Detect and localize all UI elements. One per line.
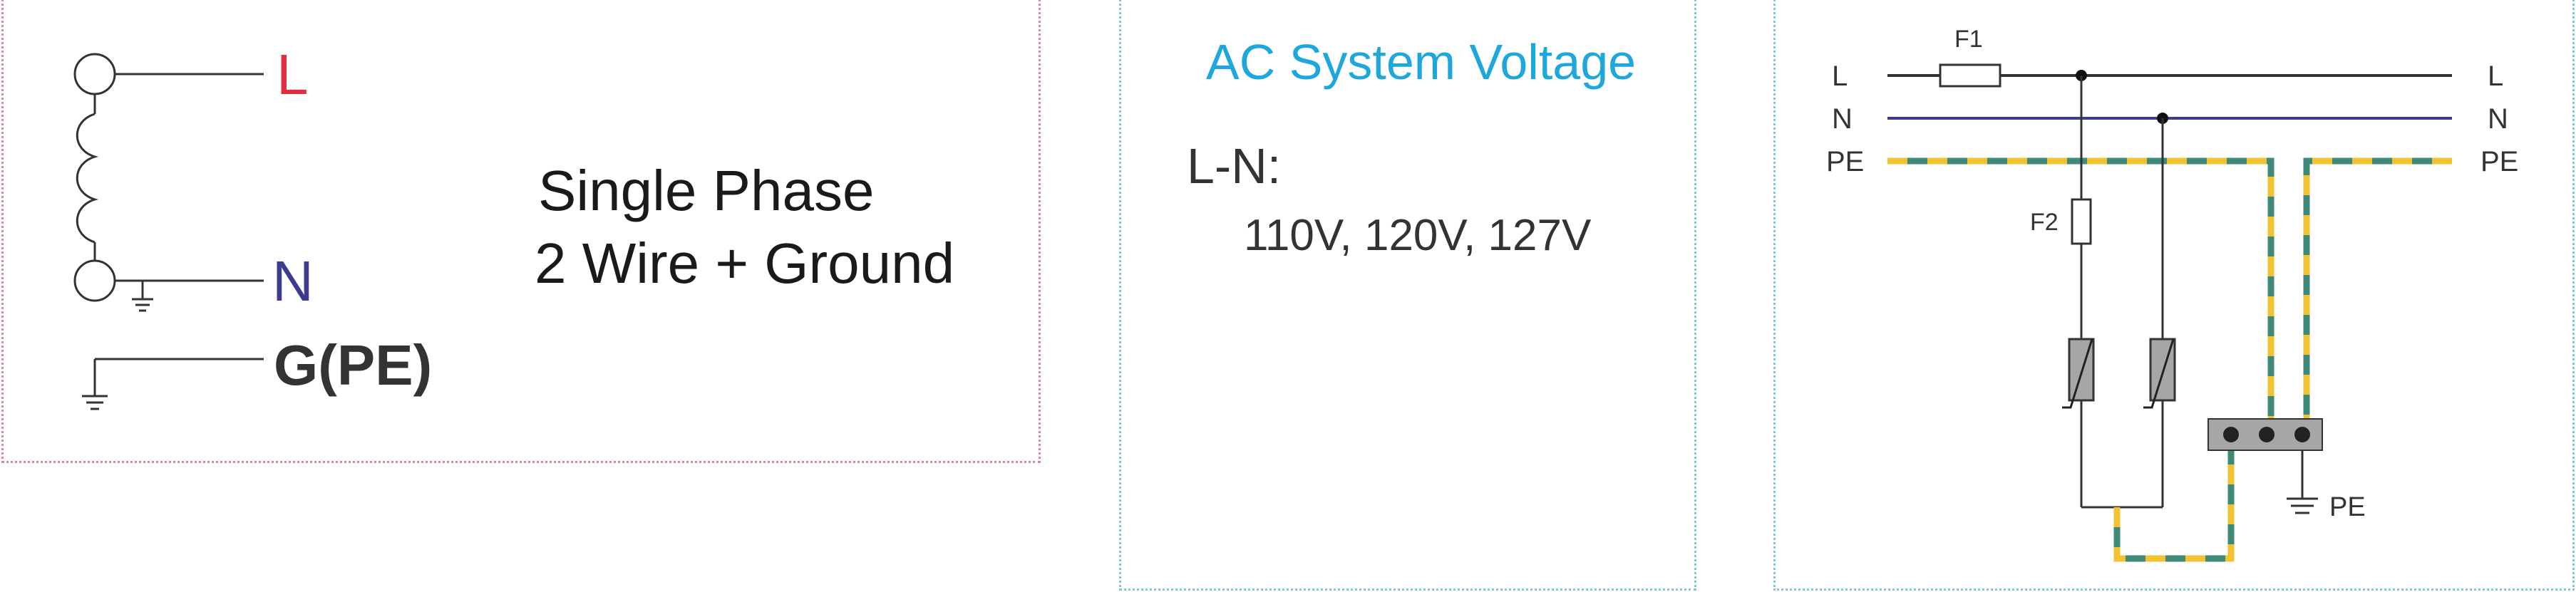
circuit-diagram: F1 F2 [1826, 26, 2518, 562]
wiring-panel [1, 0, 1041, 463]
coil [76, 113, 99, 244]
label-left-n: N [1832, 103, 1853, 135]
ground-icon [2287, 450, 2318, 514]
circuit-panel [1773, 0, 2575, 591]
label-g-pe: G(PE) [274, 333, 432, 397]
ground-icon [82, 358, 264, 410]
label-l: L [277, 43, 309, 106]
line-pe-right [2303, 157, 2452, 427]
terminal-dot [2259, 427, 2274, 442]
fuse-f1 [1939, 63, 2001, 88]
terminal-dot [2294, 427, 2310, 442]
label-left-pe: PE [1826, 146, 1864, 177]
fuse-f2 [2071, 198, 2092, 245]
terminal-dot [2223, 427, 2239, 442]
phase-title: Single Phase [538, 159, 875, 222]
label-left-l: L [1832, 61, 1848, 92]
label-f2: F2 [2030, 209, 2059, 236]
label-right-n: N [2488, 103, 2508, 135]
label-ground-pe: PE [2329, 492, 2366, 522]
label-f1: F1 [1954, 26, 1983, 53]
line-pe-left [1887, 157, 2274, 427]
label-right-pe: PE [2480, 146, 2518, 177]
terminal-block [2207, 418, 2323, 451]
terminal-circle-n [73, 259, 116, 302]
phase-subtitle: 2 Wire + Ground [535, 232, 955, 295]
label-n: N [272, 249, 314, 313]
line-pe-bottom [2113, 435, 2235, 562]
terminal-circle-l [73, 53, 116, 95]
voltage-values: 110V, 120V, 127V [1244, 211, 1592, 260]
label-right-l: L [2488, 61, 2503, 92]
varistor-icon [2143, 338, 2176, 409]
voltage-title: AC System Voltage [1206, 34, 1637, 90]
ground-icon [132, 281, 153, 312]
source-coil-symbol [73, 53, 264, 410]
varistor-icon [2062, 338, 2095, 409]
voltage-ln-label: L-N: [1187, 138, 1282, 194]
voltage-panel [1119, 0, 1696, 591]
